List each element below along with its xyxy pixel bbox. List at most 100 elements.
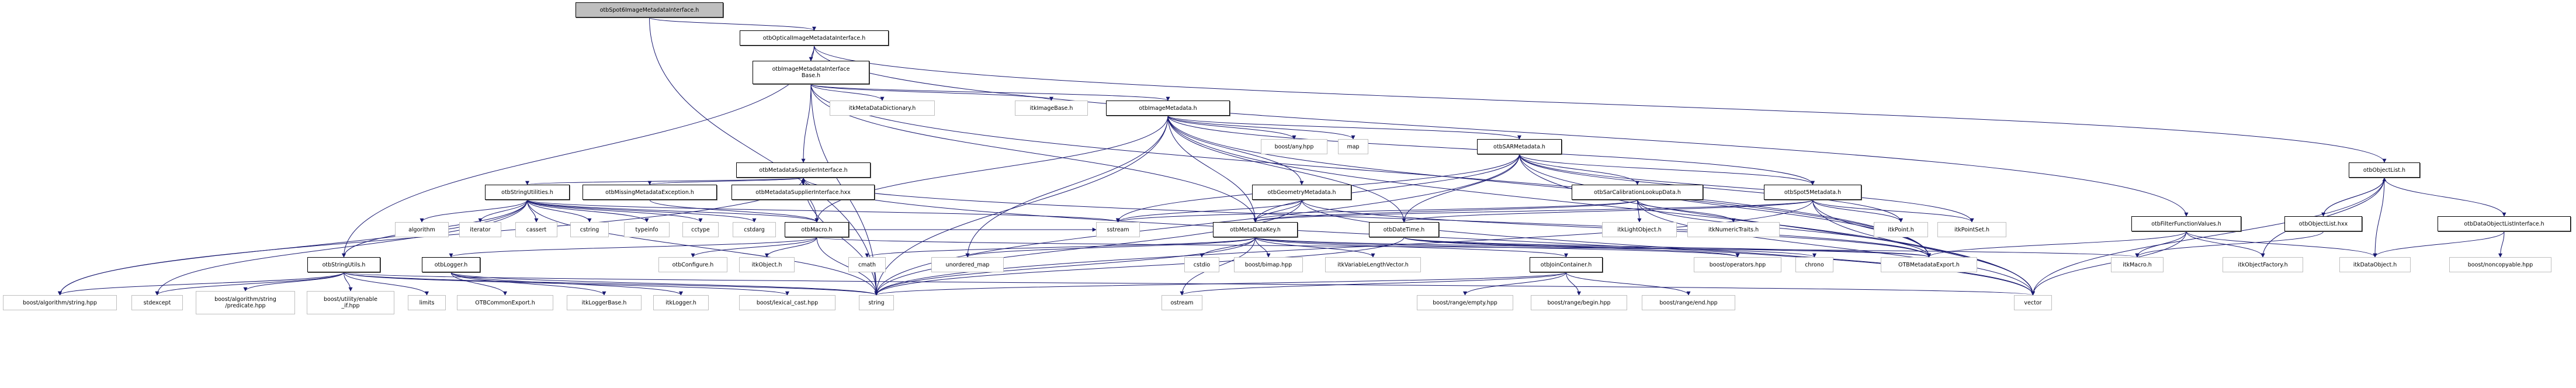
- edge-sarmetadata-to-itkpoint: [1519, 154, 1903, 223]
- edge-root-to-optical: [649, 17, 816, 31]
- node-itkloggerbase: itkLoggerBase.h: [567, 295, 642, 310]
- edge-objectlisthxx-to-itkmacro: [2135, 231, 2324, 258]
- edge-sarmetadata-to-metadataexport: [1519, 154, 1931, 258]
- node-itkdataobject: itkDataObject.h: [2339, 257, 2411, 272]
- node-itkmacro: itkMacro.h: [2111, 257, 2164, 272]
- edge-sarcal-to-sstream: [1116, 199, 1638, 223]
- node-metadataexport: OTBMetadataExport.h: [1881, 257, 1977, 272]
- edge-datetime-to-boostoperators: [1403, 237, 1740, 258]
- edge-sarmetadata-to-spot5: [1519, 154, 1815, 185]
- edge-sarmetadata-to-itkpointset: [1519, 154, 1974, 223]
- node-spot5[interactable]: otbSpot5Metadata.h: [1764, 185, 1861, 200]
- node-rangeempty: boost/range/empty.hpp: [1417, 295, 1513, 310]
- node-sarcal[interactable]: otbSarCalibrationLookupData.h: [1572, 185, 1703, 200]
- node-imagemetadata[interactable]: otbImageMetadata.h: [1106, 101, 1230, 116]
- edge-imagemetadata-to-unorderedmap: [965, 115, 1169, 258]
- node-chrono: chrono: [1795, 257, 1833, 272]
- edge-imagemetadata-to-boostany: [1167, 115, 1296, 140]
- edge-joincontainer-to-ostream: [1180, 272, 1566, 296]
- node-root[interactable]: otbSpot6ImageMetadataInterface.h: [575, 2, 723, 18]
- node-missingmd[interactable]: otbMissingMetadataException.h: [583, 185, 717, 200]
- node-msihxx[interactable]: otbMetadataSupplierInterface.hxx: [731, 185, 875, 200]
- node-otbmacro[interactable]: otbMacro.h: [785, 222, 849, 237]
- edge-imagemetadata-to-datetime: [1167, 115, 1406, 223]
- edge-sarcal-to-itknumerictraits: [1637, 199, 1736, 223]
- node-boostnoncopyable: boost/noncopyable.hpp: [2449, 257, 2551, 272]
- edge-objectlisthxx-to-objectlist: [2323, 177, 2387, 217]
- node-stringutils[interactable]: otbStringUtils.h: [307, 257, 380, 272]
- edge-otbmacro-to-configure: [691, 237, 817, 258]
- edge-otbmacro-to-string: [816, 237, 879, 296]
- edge-metadatakey-to-boostbimap: [1255, 237, 1271, 258]
- node-typeinfo: typeinfo: [624, 222, 670, 237]
- edge-stringutilities-to-string: [527, 199, 879, 296]
- node-ostream: ostream: [1162, 295, 1202, 310]
- edge-sarmetadata-to-sarcal: [1519, 154, 1639, 185]
- edge-geometry-to-sstream: [1116, 199, 1302, 223]
- node-joincontainer[interactable]: otbJoinContainer.h: [1530, 257, 1603, 272]
- edge-imibase-to-itkimagebase: [810, 84, 1053, 101]
- edge-stringutilities-to-stdexcept: [155, 199, 528, 296]
- edge-spot5-to-itkpoint: [1812, 199, 1903, 223]
- edge-logger-to-itklogger: [450, 272, 683, 296]
- edge-spot5-to-vector: [1812, 199, 2035, 296]
- node-cstdarg: cstdarg: [733, 222, 776, 237]
- node-cstring: cstring: [570, 222, 609, 237]
- edge-otbmacro-to-itkobject: [765, 237, 817, 258]
- node-objectlisthxx[interactable]: otbObjectList.hxx: [2284, 216, 2362, 231]
- node-itkobject: itkObject.h: [739, 257, 795, 272]
- node-itklightobject: itkLightObject.h: [1602, 222, 1677, 237]
- edge-dataobjlistif-to-itkdataobject: [2373, 231, 2505, 258]
- node-dataobjlistif[interactable]: otbDataObjectListInterface.h: [2438, 216, 2571, 231]
- node-datetime[interactable]: otbDateTime.h: [1369, 222, 1439, 237]
- node-boostpredicate: boost/algorithm/string /predicate.hpp: [196, 291, 295, 314]
- node-msi[interactable]: otbMetadataSupplierInterface.h: [736, 162, 871, 178]
- edge-imibase-to-metadataexport: [810, 84, 1931, 258]
- edge-root-to-string: [649, 17, 879, 296]
- edge-metadatakey-to-cmath: [865, 237, 1256, 258]
- edge-sarcal-to-metadatakey: [1253, 199, 1638, 223]
- edge-logger-to-commonexport: [450, 272, 507, 296]
- node-lexicalcast: boost/lexical_cast.hpp: [739, 295, 835, 310]
- node-optical[interactable]: otbOpticalImageMetadataInterface.h: [740, 30, 889, 46]
- node-logger[interactable]: otbLogger.h: [422, 257, 480, 272]
- node-boostany: boost/any.hpp: [1261, 139, 1327, 154]
- edge-objectlist-to-dataobjlistif: [2384, 177, 2506, 217]
- node-itkobjectfactory: itkObjectFactory.h: [2223, 257, 2303, 272]
- edge-imibase-to-msi: [801, 84, 812, 163]
- edge-filterfunc-to-metadataexport: [1927, 231, 2187, 258]
- node-itkpoint: itkPoint.h: [1874, 222, 1928, 237]
- edge-spot5-to-metadataexport: [1812, 199, 1931, 258]
- node-objectlist[interactable]: otbObjectList.h: [2349, 162, 2420, 178]
- edge-stringutilities-to-boostalgostring: [58, 199, 528, 296]
- node-sarmetadata[interactable]: otbSARMetadata.h: [1477, 139, 1562, 154]
- edge-imagemetadata-to-string: [874, 115, 1169, 296]
- node-geometry[interactable]: otbGeometryMetadata.h: [1252, 185, 1351, 200]
- edge-objectlist-to-itkdataobject: [2373, 177, 2385, 258]
- node-itkpointset: itkPointSet.h: [1937, 222, 2006, 237]
- node-itkvlv: itkVariableLengthVector.h: [1325, 257, 1421, 272]
- node-itklogger: itkLogger.h: [653, 295, 709, 310]
- node-iterator: iterator: [459, 222, 501, 237]
- node-metadatakey[interactable]: otbMetaDataKey.h: [1213, 222, 1298, 237]
- edge-stringutils-to-limits: [344, 272, 429, 296]
- edge-msi-to-missingmd: [647, 177, 804, 185]
- edge-imagemetadata-to-geometry: [1167, 115, 1304, 185]
- node-imibase[interactable]: otbImageMetadataInterface Base.h: [753, 61, 869, 84]
- node-boostbimap: boost/bimap.hpp: [1234, 257, 1303, 272]
- edge-filterfunc-to-vector: [2031, 231, 2187, 296]
- node-cstdio: cstdio: [1184, 257, 1219, 272]
- edge-spot5-to-string: [874, 199, 1813, 296]
- edge-sarcal-to-metadataexport: [1637, 199, 1931, 258]
- edge-stringutilities-to-sstream: [527, 199, 1120, 223]
- node-map: map: [1338, 139, 1368, 154]
- edge-logger-to-itkloggerbase: [450, 272, 606, 296]
- edge-msi-to-stringutilities: [525, 177, 804, 185]
- node-filterfunc[interactable]: otbFilterFunctionValues.h: [2131, 216, 2241, 231]
- edge-spot5-to-datetime: [1402, 199, 1813, 223]
- edge-metadatakey-to-cstdio: [1199, 237, 1256, 258]
- edge-metadatakey-to-boostoperators: [1255, 237, 1740, 258]
- node-stringutilities[interactable]: otbStringUtilities.h: [485, 185, 570, 200]
- edge-stringutils-to-stdexcept: [155, 272, 344, 296]
- node-itknumerictraits: itkNumericTraits.h: [1687, 222, 1780, 237]
